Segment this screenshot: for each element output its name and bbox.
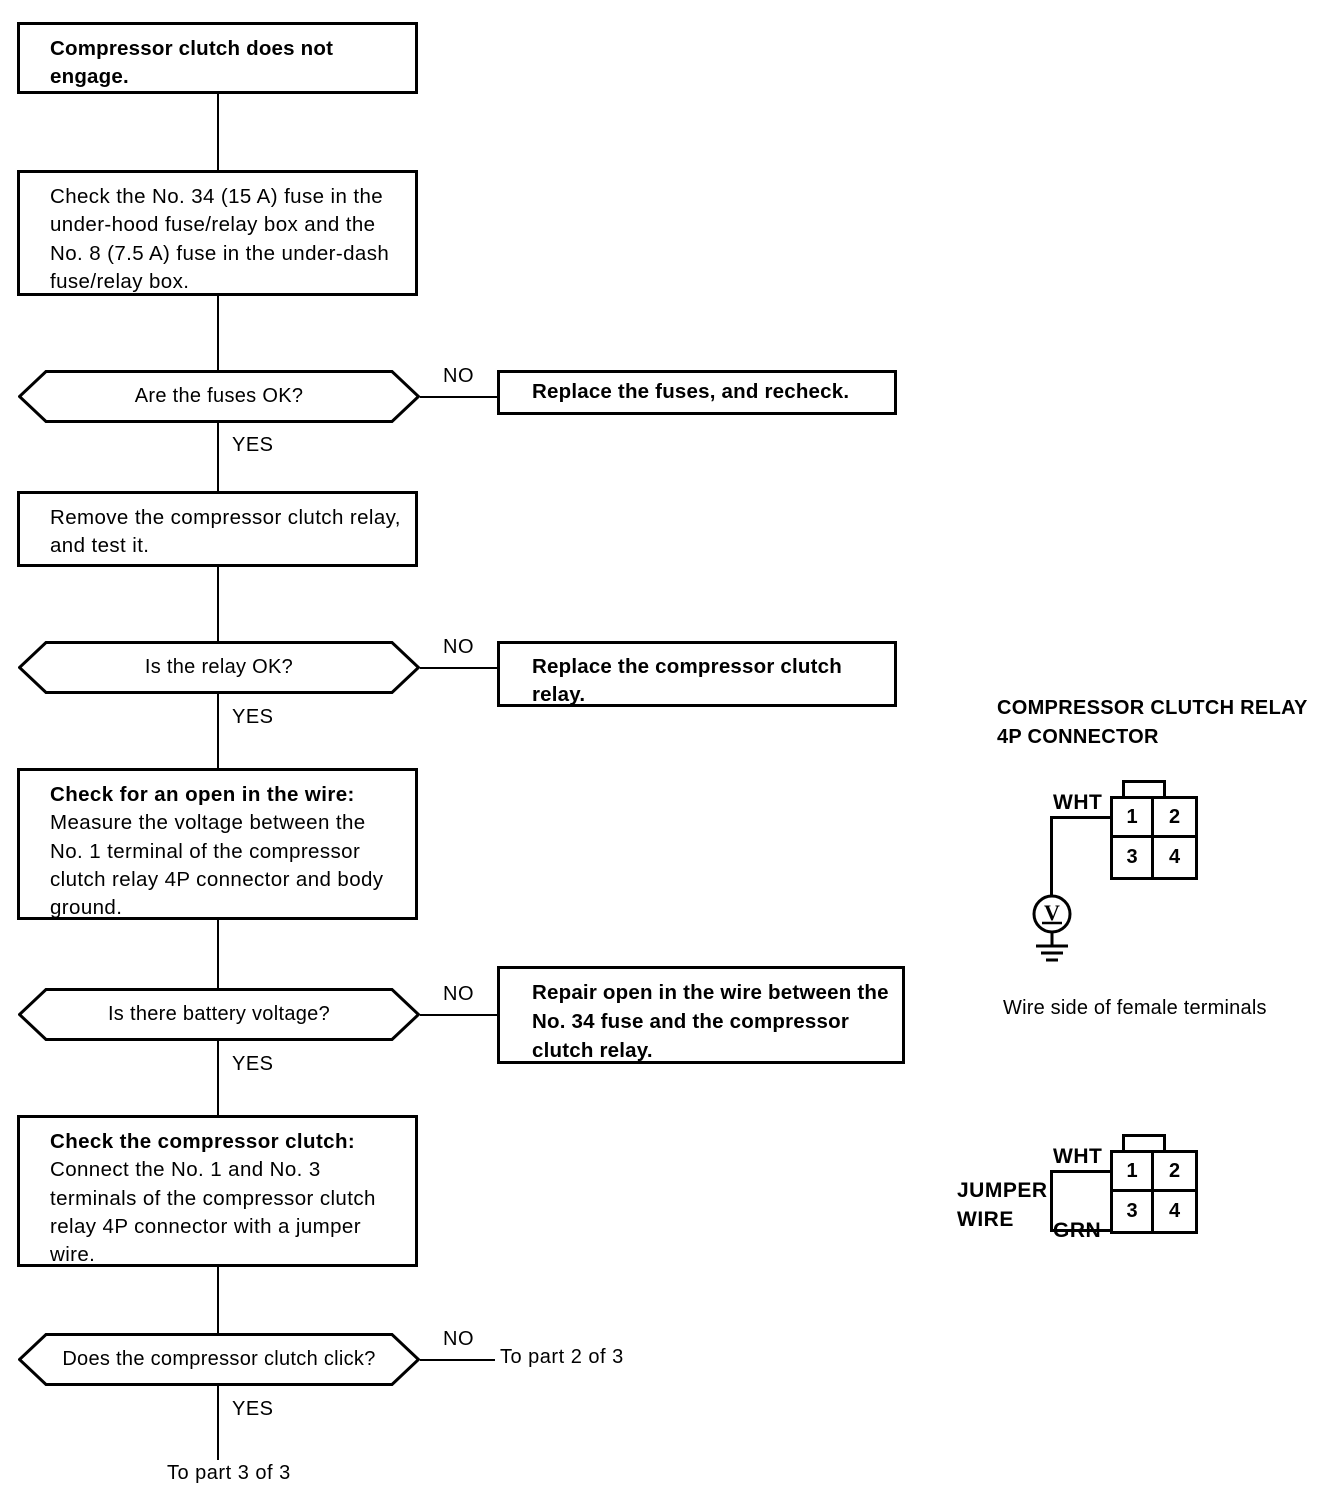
flow-box-replace-relay: Replace the compressor clutch relay. [497,641,897,707]
terminal-cell-2: 2 [1154,799,1195,838]
jumper-terminal-cell-3: 3 [1113,1192,1154,1231]
flow-decision-fuses-ok-text: Are the fuses OK? [134,385,304,407]
connector-4p-jumper: 1 2 3 4 [1050,1134,1270,1274]
flow-box-start-text: Compressor clutch does not engage. [50,37,334,89]
label-decision3-yes: YES [232,1053,274,1075]
flow-box-replace-relay-text: Replace the compressor clutch relay. [532,655,842,707]
svg-text:V: V [1044,900,1060,925]
flow-box-remove-relay: Remove the compressor clutch relay, and … [17,491,418,567]
flow-decision-clutch-click-text: Does the compressor clutch click? [62,1348,376,1370]
label-decision4-yes: YES [232,1398,274,1420]
terminal-cell-4: 4 [1168,846,1181,868]
terminal-cell-1: 1 [1113,799,1154,838]
connector-terminal-grid: 1 2 3 4 [1110,796,1198,880]
connector-checkfuses-to-decision1 [217,296,219,370]
connector-locking-tab [1122,780,1166,796]
label-decision1-no: NO [443,365,474,387]
connector-decision1-no [420,396,498,398]
voltmeter-symbol: V [1032,894,1072,962]
wire-jumper-left [1050,1170,1053,1232]
flow-box-check-open-heading: Check for an open in the wire: [50,783,355,806]
connector-decision1-yes [217,423,219,491]
wire-jumper-top [1050,1170,1112,1173]
connector-decision4-no [420,1359,495,1361]
connector-4p-voltage: 1 2 3 4 V [1032,780,1270,980]
flow-box-check-fuses: Check the No. 34 (15 A) fuse in the unde… [17,170,418,296]
connector-jumper-locking-tab [1122,1134,1166,1150]
label-decision4-no: NO [443,1328,474,1350]
flow-decision-relay-ok-text: Is the relay OK? [144,656,294,678]
connector-decision2-yes [217,694,219,768]
flow-box-replace-fuses: Replace the fuses, and recheck. [497,370,897,415]
illustration-voltage-caption: Wire side of female terminals [1003,997,1267,1019]
label-decision1-yes: YES [232,434,274,456]
link-to-part-3: To part 3 of 3 [167,1462,291,1484]
terminal-cell-3: 3 [1113,838,1154,877]
flow-box-check-fuses-text: Check the No. 34 (15 A) fuse in the unde… [50,185,390,293]
wire-jumper-bottom [1050,1229,1112,1232]
link-to-part-2: To part 2 of 3 [500,1346,624,1368]
connector-removerelay-to-decision2 [217,567,219,641]
label-decision2-yes: YES [232,706,274,728]
connector-decision3-yes [217,1041,219,1115]
label-decision2-no: NO [443,636,474,658]
illustration-voltage-title: COMPRESSOR CLUTCH RELAY 4P CONNECTOR [997,694,1308,752]
flow-box-repair-open: Repair open in the wire between the No. … [497,966,905,1064]
label-wire-wht-voltage: WHT [1053,791,1103,814]
flow-decision-fuses-ok: Are the fuses OK? [18,370,420,423]
flow-box-check-clutch: Check the compressor clutch: Connect the… [17,1115,418,1267]
flow-box-check-open-body: Measure the voltage between the No. 1 te… [50,811,384,920]
label-jumper-wire-line1: JUMPER [957,1179,1048,1202]
flow-decision-relay-ok: Is the relay OK? [18,641,420,694]
connector-jumper-terminal-grid: 1 2 3 4 [1110,1150,1198,1234]
flow-decision-battery-voltage: Is there battery voltage? [18,988,420,1041]
jumper-terminal-cell-4: 4 [1168,1200,1181,1222]
label-jumper-wire: JUMPER WIRE [957,1177,1048,1235]
flow-box-start: Compressor clutch does not engage. [17,22,418,94]
flow-box-check-open: Check for an open in the wire: Measure t… [17,768,418,920]
flow-box-remove-relay-text: Remove the compressor clutch relay, and … [50,506,401,558]
wire-wht-horizontal [1050,816,1112,819]
flow-box-check-clutch-heading: Check the compressor clutch: [50,1130,356,1153]
connector-start-to-checkfuses [217,94,219,170]
jumper-terminal-cell-2: 2 [1154,1153,1195,1192]
connector-decision2-no [420,667,498,669]
flow-decision-clutch-click: Does the compressor clutch click? [18,1333,420,1386]
wire-wht-vertical [1050,816,1053,895]
flow-box-check-clutch-body: Connect the No. 1 and No. 3 terminals of… [50,1158,376,1267]
label-wire-wht-jumper: WHT [1053,1145,1103,1168]
connector-checkopen-to-decision3 [217,920,219,988]
connector-decision3-no [420,1014,498,1016]
jumper-terminal-cell-1: 1 [1113,1153,1154,1192]
connector-checkclutch-to-decision4 [217,1267,219,1333]
label-wire-grn-jumper: GRN [1053,1219,1102,1242]
illustration-voltage-title-line2: 4P CONNECTOR [997,726,1159,748]
label-jumper-wire-line2: WIRE [957,1207,1014,1231]
flow-box-repair-open-text: Repair open in the wire between the No. … [532,981,889,1063]
flow-decision-battery-voltage-text: Is there battery voltage? [107,1003,331,1025]
illustration-voltage-title-line1: COMPRESSOR CLUTCH RELAY [997,697,1308,719]
label-decision3-no: NO [443,983,474,1005]
flow-box-replace-fuses-text: Replace the fuses, and recheck. [532,380,850,404]
connector-decision4-yes [217,1386,219,1460]
